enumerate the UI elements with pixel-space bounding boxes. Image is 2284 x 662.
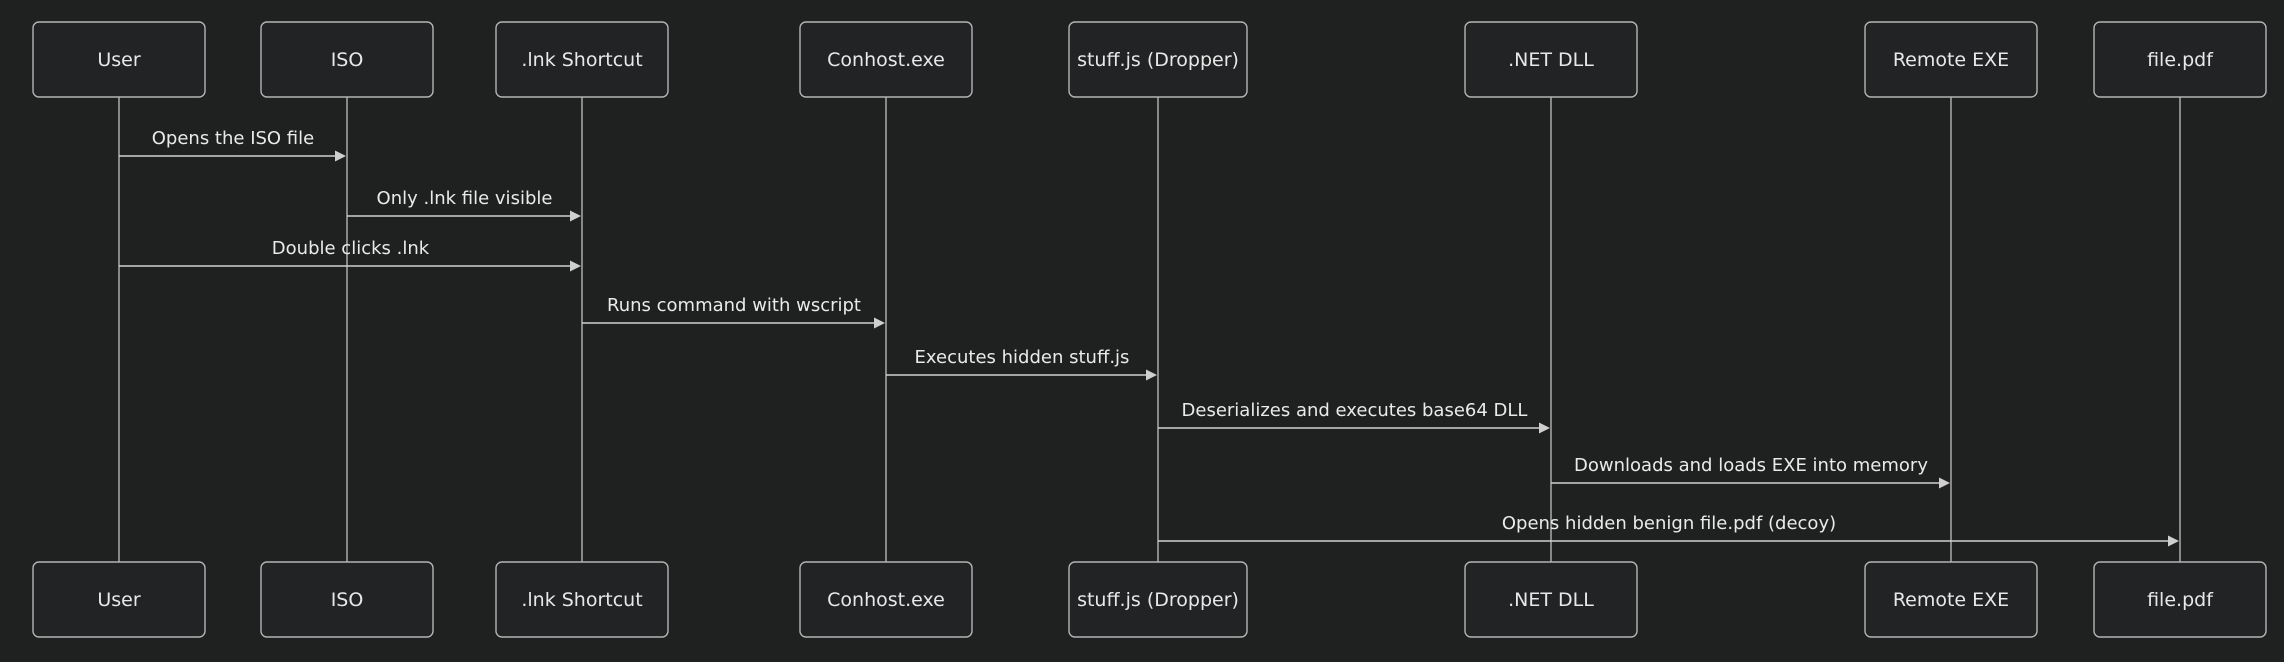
message-label: Executes hidden stuff.js: [915, 347, 1130, 368]
actor-box-rect: [2093, 21, 2267, 98]
actor-label: file.pdf: [2147, 589, 2214, 611]
actors-bottom-layer: User ISO .lnk Shortcut Conhost.exe stuff.js …: [32, 561, 2267, 638]
message-arrowhead: [1939, 477, 1950, 489]
actor-box-rect: [2093, 561, 2267, 638]
actors-top-layer: User ISO .lnk Shortcut Conhost.exe stuff.js …: [32, 21, 2267, 98]
message-label: Opens the ISO file: [152, 128, 314, 149]
actor-box-rect: [1864, 21, 2038, 98]
actor-box-rect: [1464, 21, 1638, 98]
lifelines-layer: [118, 97, 2181, 562]
actor-bottom-dropper[interactable]: stuff.js (Dropper): [1068, 561, 1248, 638]
actor-bottom-iso[interactable]: ISO: [260, 561, 434, 638]
message-arrowhead: [570, 260, 581, 272]
actor-label: .NET DLL: [1508, 49, 1594, 71]
actor-label: Conhost.exe: [827, 589, 945, 611]
actor-label: .NET DLL: [1508, 589, 1594, 611]
actor-label: Remote EXE: [1893, 49, 2009, 71]
actor-top-iso[interactable]: ISO: [260, 21, 434, 98]
message-label: Runs command with wscript: [607, 295, 861, 316]
message-label: Deserializes and executes base64 DLL: [1182, 400, 1528, 421]
message-label: Only .lnk file visible: [377, 188, 553, 209]
actor-box-rect: [32, 561, 206, 638]
actor-box-rect: [495, 561, 669, 638]
actor-top-lnk[interactable]: .lnk Shortcut: [495, 21, 669, 98]
actor-box-rect: [1068, 561, 1248, 638]
actor-label: ISO: [331, 49, 364, 71]
message-7[interactable]: Downloads and loads EXE into memory: [1551, 455, 1950, 489]
actor-label: ISO: [331, 589, 364, 611]
message-8[interactable]: Opens hidden benign file.pdf (decoy): [1158, 513, 2179, 547]
message-arrowhead: [874, 317, 885, 329]
actor-box-rect: [799, 21, 973, 98]
actor-label: stuff.js (Dropper): [1077, 589, 1239, 611]
actor-bottom-filepdf[interactable]: file.pdf: [2093, 561, 2267, 638]
message-label: Opens hidden benign file.pdf (decoy): [1502, 513, 1836, 534]
actor-box-rect: [1464, 561, 1638, 638]
message-label: Double clicks .lnk: [272, 238, 430, 259]
actor-top-user[interactable]: User: [32, 21, 206, 98]
actor-label: stuff.js (Dropper): [1077, 49, 1239, 71]
message-5[interactable]: Executes hidden stuff.js: [886, 347, 1157, 381]
actor-box-rect: [1864, 561, 2038, 638]
actor-top-remoteexe[interactable]: Remote EXE: [1864, 21, 2038, 98]
message-label: Downloads and loads EXE into memory: [1574, 455, 1928, 476]
message-arrowhead: [2168, 535, 2179, 547]
actor-label: User: [97, 589, 140, 611]
actor-bottom-conhost[interactable]: Conhost.exe: [799, 561, 973, 638]
actor-label: .lnk Shortcut: [521, 49, 642, 71]
actor-box-rect: [260, 21, 434, 98]
actor-top-conhost[interactable]: Conhost.exe: [799, 21, 973, 98]
message-4[interactable]: Runs command with wscript: [582, 295, 885, 329]
actor-box-rect: [799, 561, 973, 638]
actor-bottom-netdll[interactable]: .NET DLL: [1464, 561, 1638, 638]
actor-box-rect: [32, 21, 206, 98]
message-1[interactable]: Opens the ISO file: [119, 128, 346, 162]
actor-box-rect: [495, 21, 669, 98]
actor-bottom-user[interactable]: User: [32, 561, 206, 638]
actor-top-netdll[interactable]: .NET DLL: [1464, 21, 1638, 98]
actor-box-rect: [260, 561, 434, 638]
actor-top-filepdf[interactable]: file.pdf: [2093, 21, 2267, 98]
actor-label: Remote EXE: [1893, 589, 2009, 611]
actor-label: file.pdf: [2147, 49, 2214, 71]
message-arrowhead: [1146, 369, 1157, 381]
message-6[interactable]: Deserializes and executes base64 DLL: [1158, 400, 1550, 434]
message-3[interactable]: Double clicks .lnk: [119, 238, 581, 272]
message-arrowhead: [335, 150, 346, 162]
actor-top-dropper[interactable]: stuff.js (Dropper): [1068, 21, 1248, 98]
actor-bottom-remoteexe[interactable]: Remote EXE: [1864, 561, 2038, 638]
actor-box-rect: [1068, 21, 1248, 98]
message-arrowhead: [570, 210, 581, 222]
message-2[interactable]: Only .lnk file visible: [347, 188, 581, 222]
actor-label: .lnk Shortcut: [521, 589, 642, 611]
actor-label: User: [97, 49, 140, 71]
actor-bottom-lnk[interactable]: .lnk Shortcut: [495, 561, 669, 638]
message-arrowhead: [1539, 422, 1550, 434]
actor-label: Conhost.exe: [827, 49, 945, 71]
